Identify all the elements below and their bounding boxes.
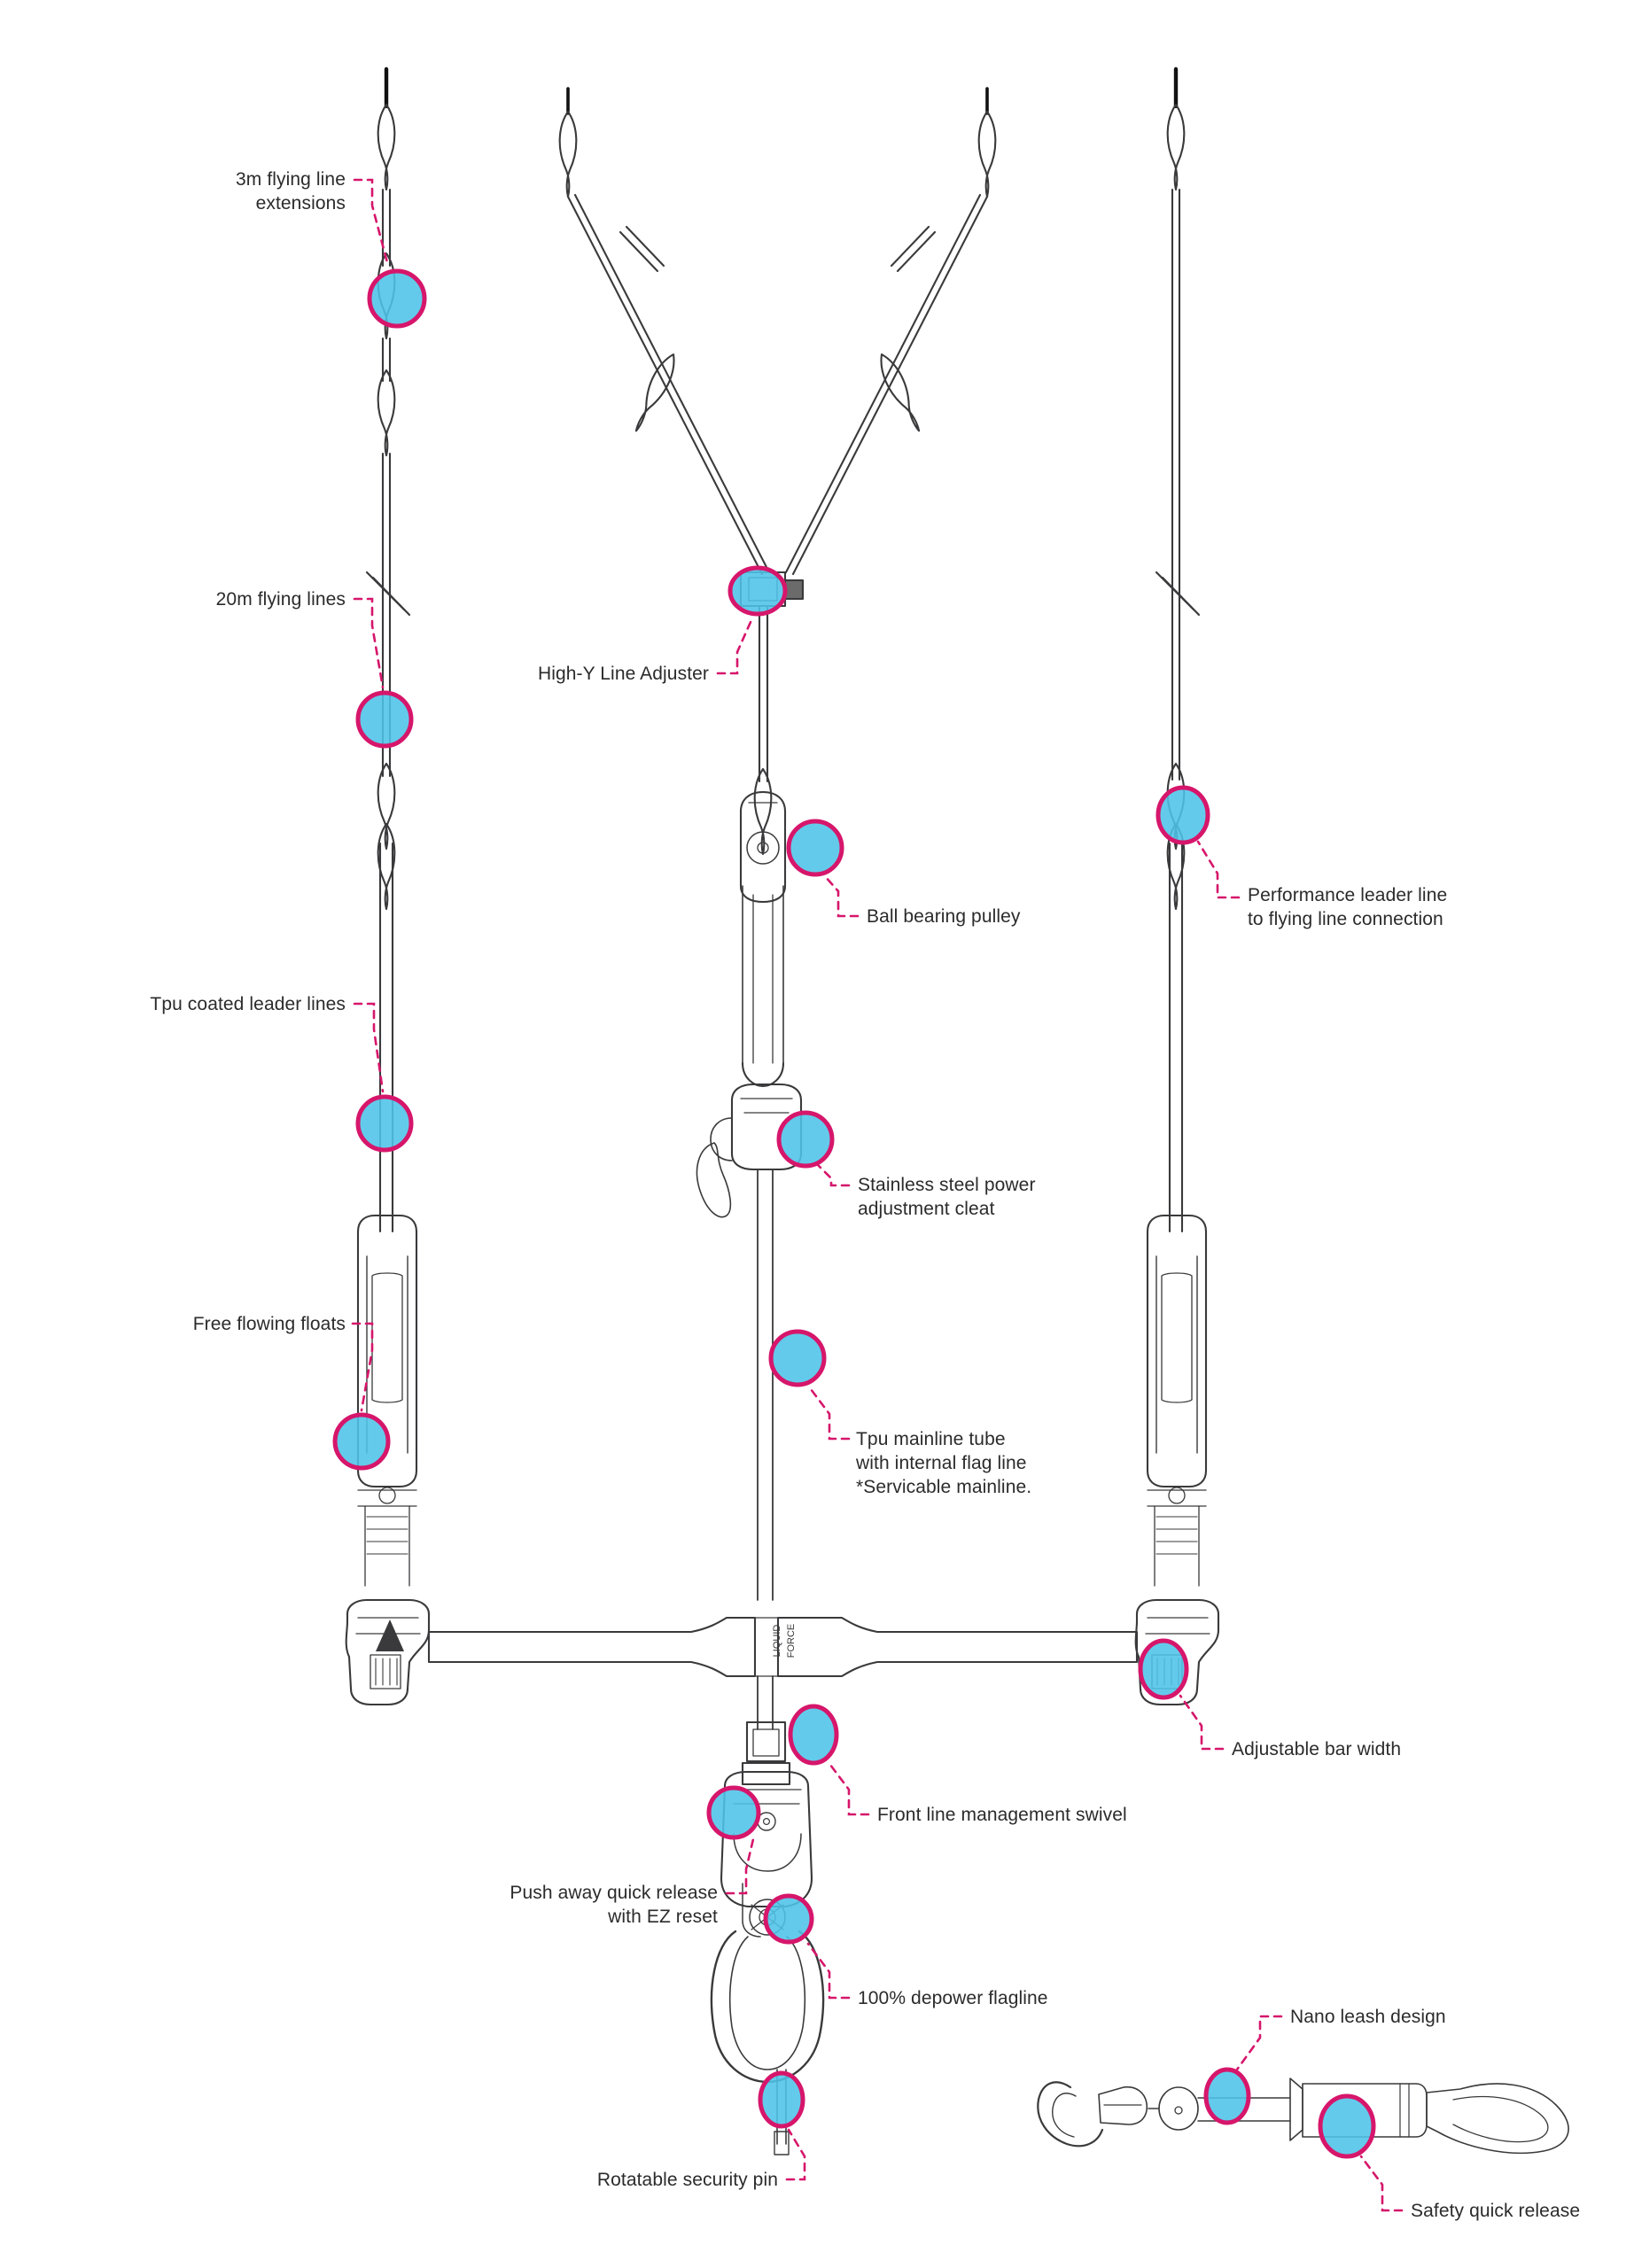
callout-label-adjustable-bar-width: Adjustable bar width xyxy=(1232,1739,1402,1759)
callout-marker-nano-leash-design[interactable] xyxy=(1203,2015,1283,2125)
svg-text:LIQUID: LIQUID xyxy=(772,1625,782,1658)
highlight-circle-high-y-line-adjuster[interactable] xyxy=(728,565,788,617)
callout-marker-tpu-coated-leader-lines[interactable] xyxy=(353,1002,414,1153)
leader-dash-adjustable-bar-width xyxy=(1179,1694,1225,1751)
center-y-line-group xyxy=(558,87,997,576)
leader-dash-tpu-coated-leader-lines xyxy=(353,1002,385,1093)
highlight-circle-front-line-management-swivel[interactable] xyxy=(788,1704,839,1766)
callout-label-tpu-coated-leader-lines: Tpu coated leader lines xyxy=(150,994,346,1014)
control-bar: LIQUID FORCE xyxy=(427,1616,1139,1678)
leader-dash-front-line-management-swivel xyxy=(826,1759,870,1816)
highlight-circle-rotatable-security-pin[interactable] xyxy=(758,2070,805,2129)
leader-dash-flying-line-extensions xyxy=(353,178,390,268)
callout-marker-depower-flagline[interactable] xyxy=(763,1893,851,2000)
callout-label-safety-quick-release: Safety quick release xyxy=(1411,2201,1581,2221)
highlight-circle-adjustable-bar-width[interactable] xyxy=(1138,1638,1189,1700)
callout-label-nano-leash-design: Nano leash design xyxy=(1290,2007,1446,2027)
callout-marker-front-line-management-swivel[interactable] xyxy=(788,1704,870,1816)
push-away-quick-release xyxy=(720,1770,813,1938)
callout-label-flying-line-extensions: 3m flying line extensions xyxy=(236,169,346,214)
callout-marker-adjustable-bar-width[interactable] xyxy=(1138,1638,1225,1751)
highlight-circle-performance-leader-line[interactable] xyxy=(1155,785,1210,845)
power-adjustment-cleat xyxy=(696,1083,803,1218)
ball-bearing-pulley xyxy=(739,790,787,1088)
highlight-circle-flying-lines-20m[interactable] xyxy=(355,690,414,749)
leader-dash-tpu-mainline-tube xyxy=(806,1384,851,1441)
callout-marker-tpu-mainline-tube[interactable] xyxy=(768,1329,851,1441)
leader-dash-safety-quick-release xyxy=(1359,2155,1404,2212)
leader-dash-stainless-steel-cleat xyxy=(815,1162,851,1187)
callout-marker-ball-bearing-pulley[interactable] xyxy=(786,819,860,918)
callout-label-front-line-management-swivel: Front line management swivel xyxy=(877,1805,1127,1825)
callout-label-push-away-quick-release: Push away quick release with EZ reset xyxy=(510,1883,718,1927)
callout-label-ball-bearing-pulley: Ball bearing pulley xyxy=(867,906,1021,927)
highlight-circle-tpu-mainline-tube[interactable] xyxy=(768,1329,827,1387)
chicken-loop xyxy=(710,1930,825,2084)
highlight-circle-nano-leash-design[interactable] xyxy=(1203,2067,1251,2125)
leader-dash-rotatable-security-pin xyxy=(785,2128,806,2181)
callout-label-performance-leader-line: Performance leader line to flying line c… xyxy=(1248,885,1448,929)
callout-label-flying-lines-20m: 20m flying lines xyxy=(215,589,346,610)
callout-label-tpu-mainline-tube: Tpu mainline tube with internal flag lin… xyxy=(856,1429,1032,1497)
leader-dash-performance-leader-line xyxy=(1196,840,1241,899)
callout-marker-flying-lines-20m[interactable] xyxy=(353,597,414,749)
callout-label-stainless-steel-cleat: Stainless steel power adjustment cleat xyxy=(858,1175,1036,1219)
callout-markers-layer xyxy=(332,178,1404,2212)
leader-dash-flying-lines-20m xyxy=(353,597,385,689)
callout-marker-stainless-steel-cleat[interactable] xyxy=(776,1110,851,1187)
callout-label-high-y-line-adjuster: High-Y Line Adjuster xyxy=(537,664,709,684)
highlight-circle-safety-quick-release[interactable] xyxy=(1318,2093,1376,2159)
leader-dash-push-away-quick-release xyxy=(725,1837,755,1895)
highlight-circle-free-flowing-floats[interactable] xyxy=(332,1412,391,1471)
highlight-circle-depower-flagline[interactable] xyxy=(763,1893,814,1945)
leader-dash-nano-leash-design xyxy=(1235,2015,1283,2071)
callout-marker-safety-quick-release[interactable] xyxy=(1318,2093,1404,2212)
highlight-circle-flying-line-extensions[interactable] xyxy=(367,268,427,329)
leader-dash-depower-flagline xyxy=(806,1942,851,2000)
callout-marker-rotatable-security-pin[interactable] xyxy=(758,2070,806,2181)
callout-label-free-flowing-floats: Free flowing floats xyxy=(192,1314,346,1334)
leader-dash-free-flowing-floats xyxy=(351,1322,374,1412)
callout-marker-push-away-quick-release[interactable] xyxy=(706,1785,761,1895)
leader-dash-high-y-line-adjuster xyxy=(716,618,753,675)
highlight-circle-ball-bearing-pulley[interactable] xyxy=(786,819,844,877)
highlight-circle-tpu-coated-leader-lines[interactable] xyxy=(355,1094,414,1153)
right-flying-line-group xyxy=(1134,66,1220,1706)
callout-marker-flying-line-extensions[interactable] xyxy=(353,178,427,329)
front-line-management-swivel xyxy=(741,1720,791,1786)
highlight-circle-push-away-quick-release[interactable] xyxy=(706,1785,761,1840)
highlight-circle-stainless-steel-cleat[interactable] xyxy=(776,1110,835,1169)
callout-label-rotatable-security-pin: Rotatable security pin xyxy=(596,2170,778,2190)
leader-dash-ball-bearing-pulley xyxy=(822,874,860,918)
safety-leash xyxy=(1037,2078,1569,2155)
callout-marker-high-y-line-adjuster[interactable] xyxy=(716,565,788,675)
left-flying-line-group xyxy=(345,66,431,1706)
callout-marker-performance-leader-line[interactable] xyxy=(1155,785,1241,899)
callout-label-depower-flagline: 100% depower flagline xyxy=(858,1988,1048,2008)
callout-marker-free-flowing-floats[interactable] xyxy=(332,1322,391,1471)
svg-text:FORCE: FORCE xyxy=(786,1624,797,1658)
